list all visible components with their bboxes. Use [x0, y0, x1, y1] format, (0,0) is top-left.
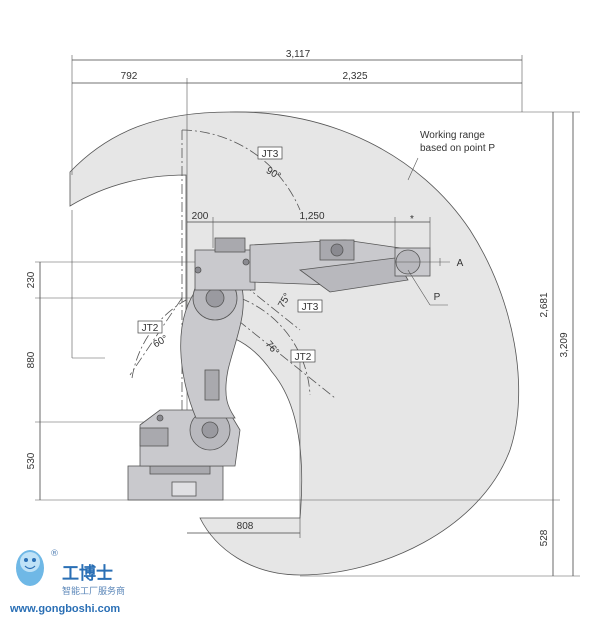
dim-h-530: 530 [26, 452, 37, 469]
dim-lower-depth: 528 [539, 529, 550, 546]
jt3-mid-label-box [297, 299, 323, 313]
dim-star: * [410, 214, 414, 225]
dim-arm-length: 1,250 [299, 211, 324, 222]
robot-illustration [127, 237, 431, 501]
jt2-left-angle: 60° [151, 333, 170, 350]
point-p-label: P [434, 292, 441, 303]
point-a-label: A [457, 258, 464, 269]
jt2-left-label: JT2 [142, 323, 159, 334]
jt3-top-label: JT3 [262, 149, 279, 160]
jt2-right-label-box [290, 349, 316, 363]
jt2-left-label-box [137, 320, 163, 334]
watermark-subtitle: 智能工厂服务商 [62, 585, 125, 597]
dim-upper-height: 2,681 [539, 292, 550, 317]
dim-left-reach: 792 [121, 71, 138, 82]
dim-right-reach: 2,325 [342, 71, 367, 82]
jt2-right-label: JT2 [295, 352, 312, 363]
dim-base-reach: 808 [237, 521, 254, 532]
dim-overall-width: 3,117 [286, 49, 311, 60]
dim-arm-offset: 200 [192, 211, 209, 222]
working-range-label-1: Working range [420, 130, 485, 141]
watermark-name: 工博士 [62, 563, 113, 584]
working-range-label-2: based on point P [420, 143, 495, 154]
dim-total-height: 3,209 [559, 332, 570, 357]
watermark-registered: ® [50, 549, 59, 559]
watermark-url: www.gongboshi.com [9, 603, 120, 615]
watermark-logo: 工博士 智能工厂服务商 www.gongboshi.com ® [9, 549, 125, 615]
dim-h-880: 880 [26, 351, 37, 368]
jt3-top-label-box [257, 146, 283, 160]
jt3-mid-label: JT3 [302, 302, 319, 313]
dim-h-230: 230 [26, 271, 37, 288]
